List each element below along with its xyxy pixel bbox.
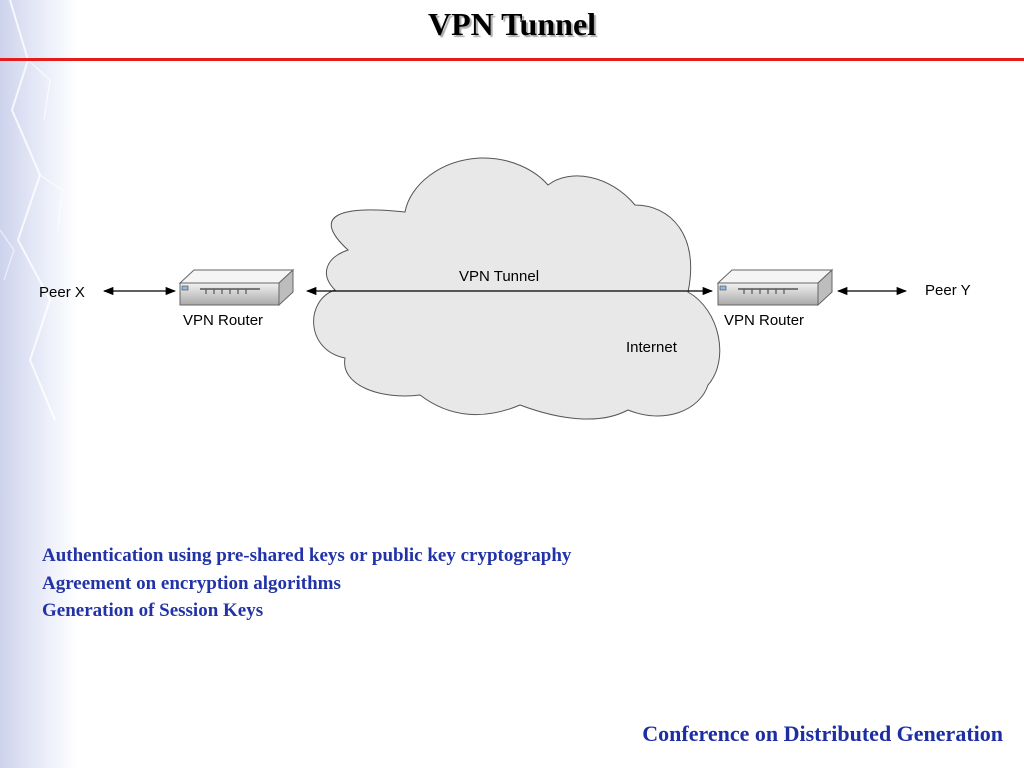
vpn-router-right [716, 268, 834, 307]
router-left-label: VPN Router [183, 312, 263, 329]
vpn-tunnel-label: VPN Tunnel [459, 268, 539, 285]
lightning-decoration [0, 0, 63, 421]
peer-x-label: Peer X [39, 284, 85, 301]
title-divider [0, 58, 1024, 61]
internet-label: Internet [626, 339, 678, 356]
slide-title: VPN Tunnel [427, 6, 597, 42]
footer-conference-name: Conference on Distributed Generation [642, 721, 1003, 746]
bullet-item: Authentication using pre-shared keys or … [42, 545, 572, 566]
decorative-side-strip [0, 0, 78, 768]
bullet-item: Generation of Session Keys [42, 600, 264, 621]
router-right-label: VPN Router [724, 312, 804, 329]
internet-cloud [313, 157, 721, 420]
bullet-item: Agreement on encryption algorithms [42, 572, 341, 594]
peer-y-label: Peer Y [925, 282, 971, 299]
bullet-list: Authentication using pre-shared keys or … [42, 542, 571, 625]
vpn-router-left [178, 268, 295, 307]
